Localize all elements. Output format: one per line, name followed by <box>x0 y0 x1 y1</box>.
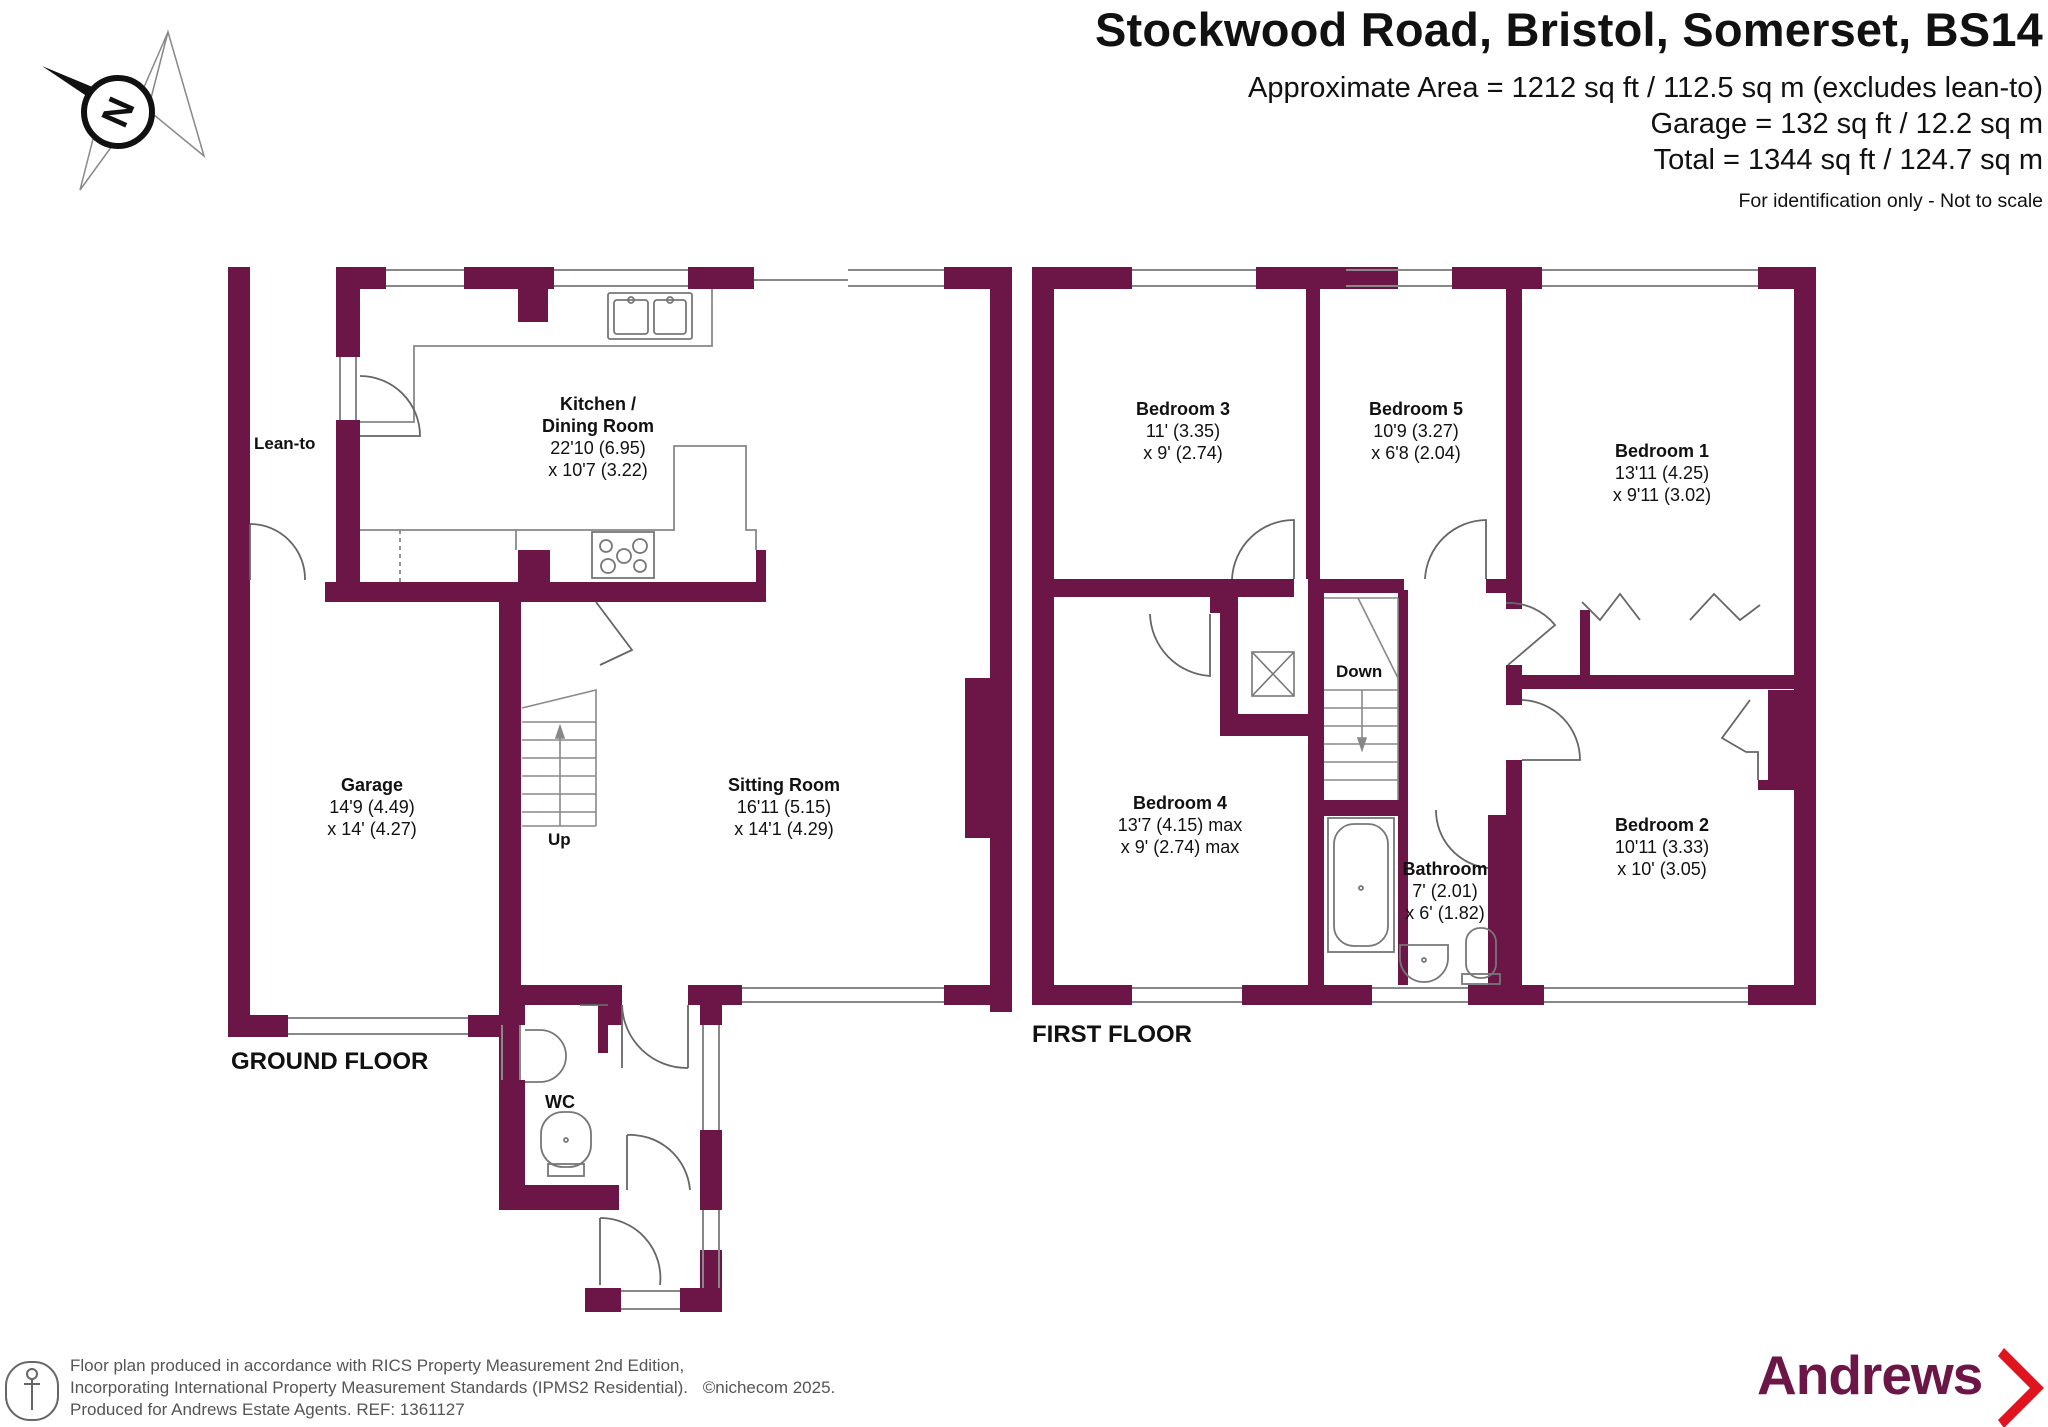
room-dimension: x 10' (3.05) <box>1617 859 1707 879</box>
area-approximate: Approximate Area = 1212 sq ft / 112.5 sq… <box>1248 72 2043 104</box>
room-dimension: 10'9 (3.27) <box>1373 421 1459 441</box>
ground-floor-label: GROUND FLOOR <box>231 1048 429 1075</box>
ground-floor-stairs <box>521 688 597 827</box>
room-name: Kitchen / <box>559 394 636 414</box>
bathroom-fixtures <box>1327 817 1501 985</box>
room-label-bedroom-2: Bedroom 2 10'11 (3.33) x 10' (3.05) <box>1582 814 1742 880</box>
room-name: Bathroom <box>1402 859 1488 879</box>
room-dimension: x 14' (4.27) <box>327 819 417 839</box>
footer-line-2: Incorporating International Property Mea… <box>70 1378 835 1398</box>
room-name: Bedroom 5 <box>1368 399 1464 419</box>
room-dimension: 14'9 (4.49) <box>329 797 415 817</box>
footer-line-1: Floor plan produced in accordance with R… <box>70 1356 685 1375</box>
property-title: Stockwood Road, Bristol, Somerset, BS14 <box>1094 3 2043 56</box>
scale-note: For identification only - Not to scale <box>1738 190 2043 212</box>
room-name: Sitting Room <box>728 775 840 795</box>
ground-floor-windows <box>288 269 944 1310</box>
room-label-bedroom-4: Bedroom 4 13'7 (4.15) max x 9' (2.74) ma… <box>1090 792 1270 858</box>
loft-hatch-icon <box>1251 651 1295 697</box>
stairs-down-label: Down <box>1336 662 1383 681</box>
room-name: Bedroom 2 <box>1614 815 1710 835</box>
room-dimension: x 9' (2.74) max <box>1120 837 1240 857</box>
room-dimension: x 6' (1.82) <box>1405 903 1485 923</box>
room-dimension: x 9'11 (3.02) <box>1612 485 1712 505</box>
compass-rose-icon: N <box>42 29 206 191</box>
copyright-text: ©nichecom 2025. <box>702 1378 836 1397</box>
first-floor-label: FIRST FLOOR <box>1032 1021 1192 1048</box>
area-garage: Garage = 132 sq ft / 12.2 sq m <box>1650 108 2043 140</box>
chevron-right-icon <box>1998 1348 2044 1427</box>
ground-floor-walls <box>228 267 1012 1312</box>
room-name-line2: Dining Room <box>542 416 654 436</box>
first-floor-stairs <box>1324 597 1399 800</box>
room-label-bathroom: Bathroom 7' (2.01) x 6' (1.82) <box>1380 858 1510 924</box>
room-label-sitting-room: Sitting Room 16'11 (5.15) x 14'1 (4.29) <box>694 774 874 840</box>
area-total: Total = 1344 sq ft / 124.7 sq m <box>1653 144 2043 176</box>
footer-line-3: Produced for Andrews Estate Agents. REF:… <box>70 1400 465 1419</box>
kitchen-hob-icon <box>591 531 655 579</box>
room-label-wc: WC <box>530 1091 590 1113</box>
stairs-up-label: Up <box>548 830 571 849</box>
first-floor-walls <box>1032 267 1816 1005</box>
room-dimension: x 10'7 (3.22) <box>548 460 648 480</box>
footer-line-2-text: Incorporating International Property Mea… <box>70 1378 688 1397</box>
room-dimension: x 14'1 (4.29) <box>734 819 834 839</box>
room-label-bedroom-1: Bedroom 1 13'11 (4.25) x 9'11 (3.02) <box>1582 440 1742 506</box>
brand-logo-text: Andrews <box>1757 1344 1983 1406</box>
room-dimension: 13'7 (4.15) max <box>1117 815 1243 835</box>
room-name: Garage <box>340 775 404 795</box>
ground-floor-doors <box>249 375 691 1286</box>
wc-fixtures <box>525 1029 592 1177</box>
kitchen-sink-icon <box>607 292 693 340</box>
kitchen-worktops <box>360 289 757 582</box>
room-name: Bedroom 1 <box>1614 441 1710 461</box>
room-label-lean-to: Lean-to <box>254 434 316 453</box>
room-dimension: 7' (2.01) <box>1412 881 1478 901</box>
room-dimension: x 6'8 (2.04) <box>1371 443 1461 463</box>
room-name: Bedroom 3 <box>1135 399 1231 419</box>
room-label-garage: Garage 14'9 (4.49) x 14' (4.27) <box>292 774 452 840</box>
first-floor-doors <box>1149 519 1761 869</box>
room-dimension: 11' (3.35) <box>1145 421 1221 441</box>
room-name: WC <box>545 1092 575 1112</box>
room-label-bedroom-5: Bedroom 5 10'9 (3.27) x 6'8 (2.04) <box>1336 398 1496 464</box>
room-label-bedroom-3: Bedroom 3 11' (3.35) x 9' (2.74) <box>1103 398 1263 464</box>
room-name: Bedroom 4 <box>1132 793 1228 813</box>
room-dimension: 16'11 (5.15) <box>736 797 832 817</box>
first-floor-windows <box>1132 269 1758 1003</box>
room-dimension: 22'10 (6.95) <box>550 438 646 458</box>
room-dimension: x 9' (2.74) <box>1143 443 1223 463</box>
room-dimension: 10'11 (3.33) <box>1614 837 1710 857</box>
room-dimension: 13'11 (4.25) <box>1614 463 1710 483</box>
room-label-kitchen: Kitchen / Dining Room 22'10 (6.95) x 10'… <box>513 393 683 481</box>
person-icon <box>5 1361 59 1421</box>
